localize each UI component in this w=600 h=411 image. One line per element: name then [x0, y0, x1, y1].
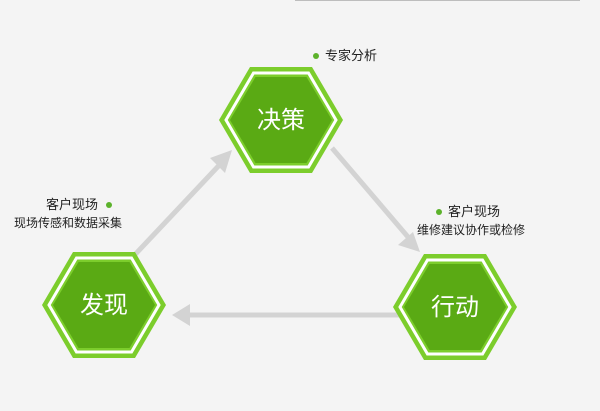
hexagon-ring: [224, 71, 338, 169]
hexagon-ring: [47, 256, 161, 354]
node-decision: 决策: [219, 67, 343, 173]
annotation-action: 客户现场: [436, 203, 500, 219]
annotation-action-subtitle: 维修建议协作或检修: [417, 223, 526, 237]
arrowhead-action-to-discover: [172, 304, 190, 326]
node-action-label: 行动: [431, 293, 479, 321]
node-decision-label: 决策: [257, 106, 305, 134]
node-discover: 发现: [42, 252, 166, 358]
arrowhead-decision-to-action: [398, 232, 420, 252]
annotation-discover-title: 客户现场: [46, 198, 99, 213]
arrow-decision-to-action: [330, 146, 416, 246]
annotation-discover: 客户现场: [46, 196, 113, 213]
annotation-discover-subtitle: 现场传感和数据采集: [14, 216, 123, 230]
node-discover-label: 发现: [80, 291, 128, 319]
annotation-decision: 专家分析: [313, 47, 377, 63]
arrows: [126, 146, 420, 326]
annotation-action-title: 客户现场: [448, 205, 501, 220]
arrow-discover-to-decision: [126, 156, 228, 264]
bullet-dot-icon: [436, 208, 442, 215]
annotation-decision-title: 专家分析: [325, 49, 378, 64]
bullet-dot-icon: [106, 201, 113, 208]
bullet-dot-icon: [313, 52, 319, 59]
hexagon-inner: [404, 264, 506, 350]
top-divider: [295, 0, 580, 1]
hexagon-inner: [230, 77, 332, 163]
node-action: 行动: [393, 254, 517, 360]
hexagon-ring: [398, 258, 512, 356]
hexagon-inner: [53, 262, 155, 348]
arrowhead-discover-to-decision: [210, 150, 232, 173]
